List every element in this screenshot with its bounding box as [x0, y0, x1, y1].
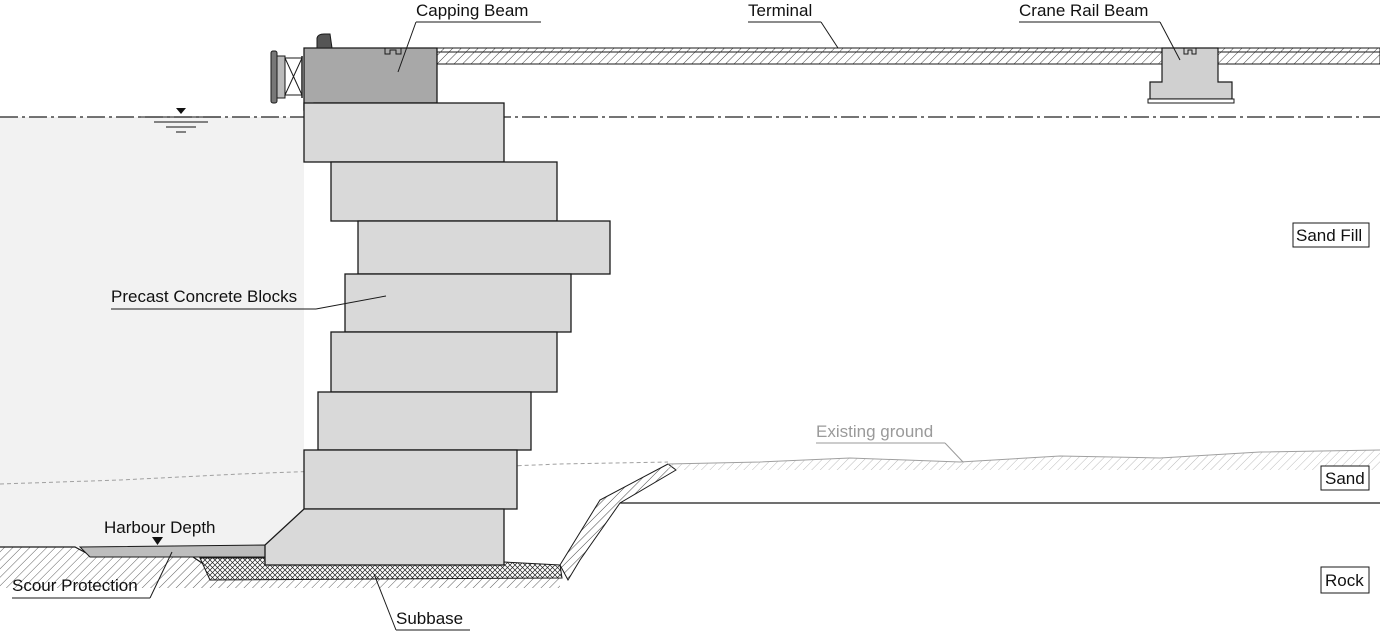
label-crane-rail-beam: Crane Rail Beam [1019, 1, 1181, 61]
precast-block [330, 331, 558, 393]
capping-beam [303, 33, 438, 111]
fender-icon [270, 50, 303, 104]
label-harbour-depth: Harbour Depth [104, 518, 216, 545]
svg-text:Scour Protection: Scour Protection [12, 576, 138, 595]
crane-rail-beam [1147, 47, 1235, 104]
svg-text:Harbour Depth: Harbour Depth [104, 518, 216, 537]
svg-text:Terminal: Terminal [748, 1, 812, 20]
svg-text:Crane Rail Beam: Crane Rail Beam [1019, 1, 1148, 20]
terminal-pavement [436, 47, 1380, 65]
trench-rock-slope [559, 463, 1380, 582]
precast-block [344, 273, 572, 333]
svg-text:Sand: Sand [1325, 469, 1365, 488]
svg-text:Existing ground: Existing ground [816, 422, 933, 441]
label-scour-protection: Scour Protection [12, 551, 173, 599]
scour-protection [78, 544, 266, 558]
label-rock: Rock [1320, 566, 1370, 594]
precast-block [357, 220, 611, 275]
label-sand: Sand [1320, 465, 1370, 491]
precast-block [330, 161, 558, 222]
harbour-water [0, 117, 304, 547]
label-subbase: Subbase [373, 573, 470, 631]
precast-block [303, 102, 505, 163]
precast-block-stack [264, 102, 611, 566]
label-sand-fill: Sand Fill [1292, 222, 1370, 248]
water-level-symbol [141, 108, 221, 133]
precast-block [303, 449, 518, 510]
svg-text:Sand Fill: Sand Fill [1296, 226, 1362, 245]
label-existing-ground: Existing ground [816, 422, 964, 463]
label-capping-beam: Capping Beam [397, 1, 541, 73]
depth-marker-icon [152, 537, 163, 545]
svg-text:Precast Concrete Blocks: Precast Concrete Blocks [111, 287, 297, 306]
label-terminal: Terminal [748, 1, 839, 49]
precast-base-block [264, 508, 505, 566]
svg-text:Subbase: Subbase [396, 609, 463, 628]
precast-block [317, 391, 532, 451]
svg-text:Rock: Rock [1325, 571, 1364, 590]
label-precast-blocks: Precast Concrete Blocks [111, 287, 387, 310]
svg-text:Capping Beam: Capping Beam [416, 1, 528, 20]
